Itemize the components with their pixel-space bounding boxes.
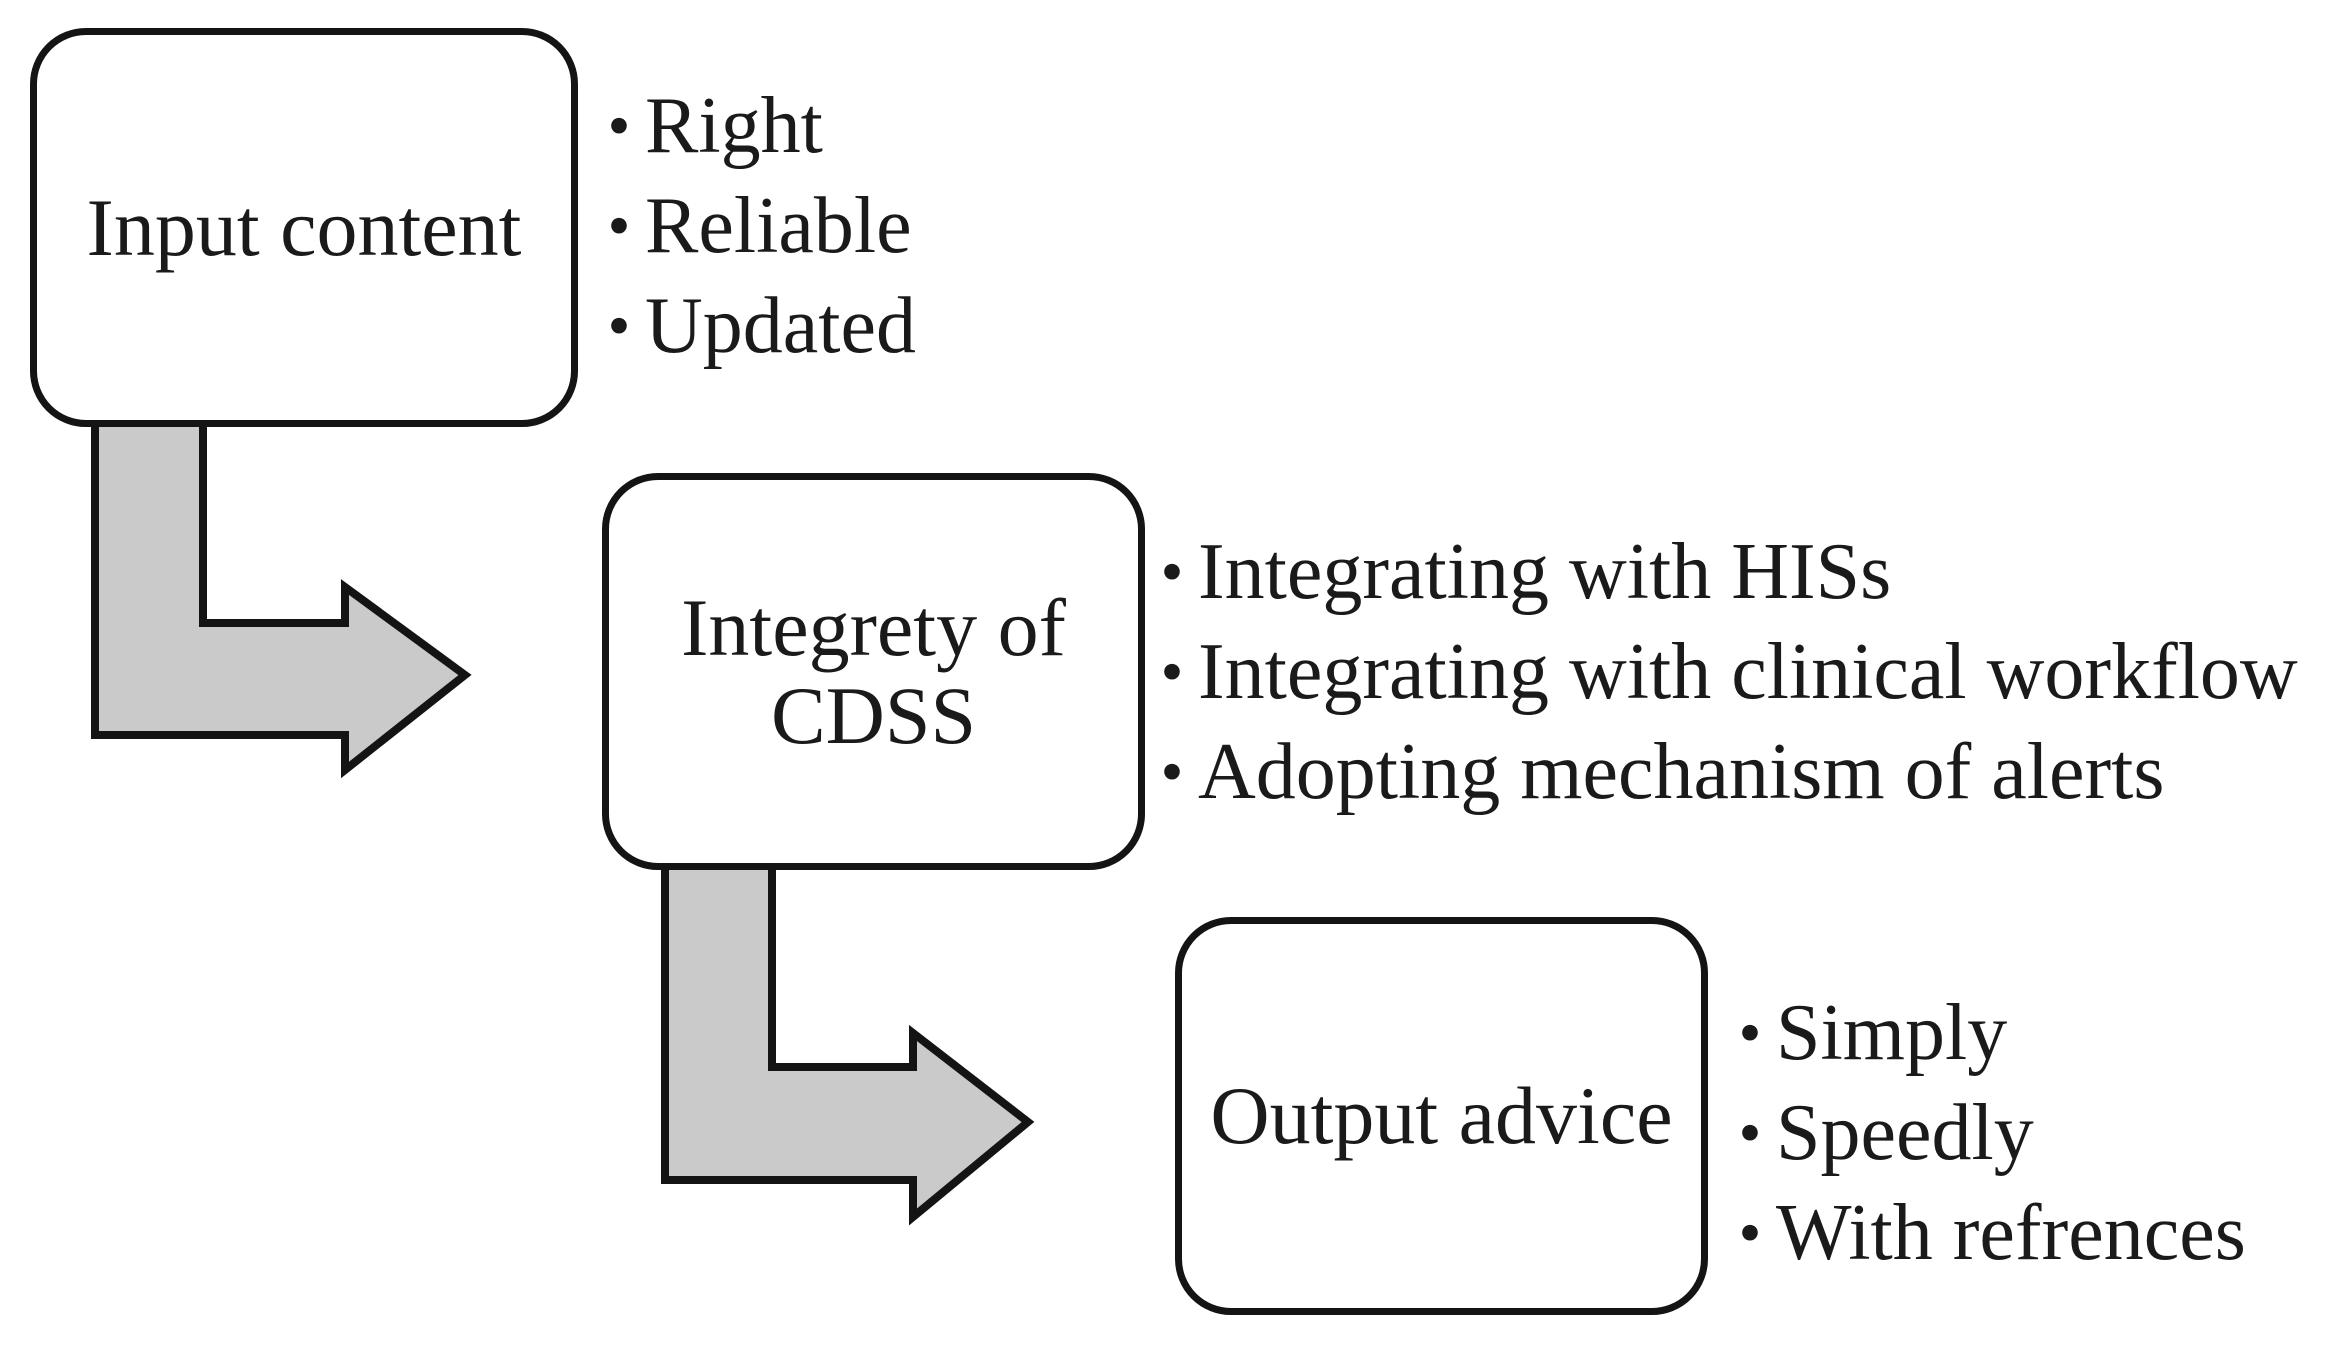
node-label-integrity-of-cdss: Integrety of CDSS [681, 581, 1066, 761]
bullet-text: Updated [645, 282, 917, 370]
bullet-item: •Simply [1736, 983, 2246, 1083]
bullet-item: •Integrating with HISs [1158, 522, 2298, 622]
bullet-text: Reliable [645, 182, 912, 270]
bullet-text: Adopting mechanism of alerts [1198, 728, 2165, 816]
bullet-item: •Right [605, 76, 916, 176]
bullet-icon: • [1160, 735, 1184, 809]
elbow-arrow-integrity-to-output [661, 859, 1035, 1226]
node-box-input-content: Input content [30, 28, 578, 427]
bullet-text: Integrating with clinical workflow [1198, 628, 2298, 716]
bullet-icon: • [1738, 1096, 1762, 1170]
node-box-integrity-of-cdss: Integrety of CDSS [602, 473, 1145, 870]
bullet-text: Integrating with HISs [1198, 528, 1892, 616]
bullet-item: •Adopting mechanism of alerts [1158, 722, 2298, 822]
bullet-icon: • [607, 89, 631, 163]
bullet-text: With refrences [1776, 1189, 2246, 1277]
elbow-arrow-input-to-integrity [91, 416, 472, 779]
bullet-icon: • [1160, 535, 1184, 609]
node-label-input-content: Input content [86, 181, 522, 273]
bullet-icon: • [1738, 996, 1762, 1070]
bullet-list-input-content: •Right •Reliable •Updated [605, 76, 917, 376]
node-box-output-advice: Output advice [1175, 917, 1708, 1315]
bullet-icon: • [607, 289, 631, 363]
bullet-item: •Reliable [605, 176, 916, 276]
bullet-text: Simply [1776, 989, 2008, 1077]
bullet-list-output-advice: •Simply •Speedly •With refrences [1736, 983, 2246, 1283]
bullet-item: •Updated [605, 276, 917, 376]
bullet-text: Right [645, 82, 823, 170]
bullet-item: •With refrences [1736, 1183, 2246, 1283]
node-label-output-advice: Output advice [1210, 1070, 1673, 1162]
bullet-list-integrity-of-cdss: •Integrating with HISs •Integrating with… [1158, 522, 2298, 822]
bullet-icon: • [1160, 635, 1184, 709]
bullet-icon: • [1738, 1196, 1762, 1270]
bullet-text: Speedly [1776, 1089, 2034, 1177]
bullet-item: •Speedly [1736, 1083, 2246, 1183]
bullet-item: •Integrating with clinical workflow [1158, 622, 2298, 722]
bullet-icon: • [607, 189, 631, 263]
